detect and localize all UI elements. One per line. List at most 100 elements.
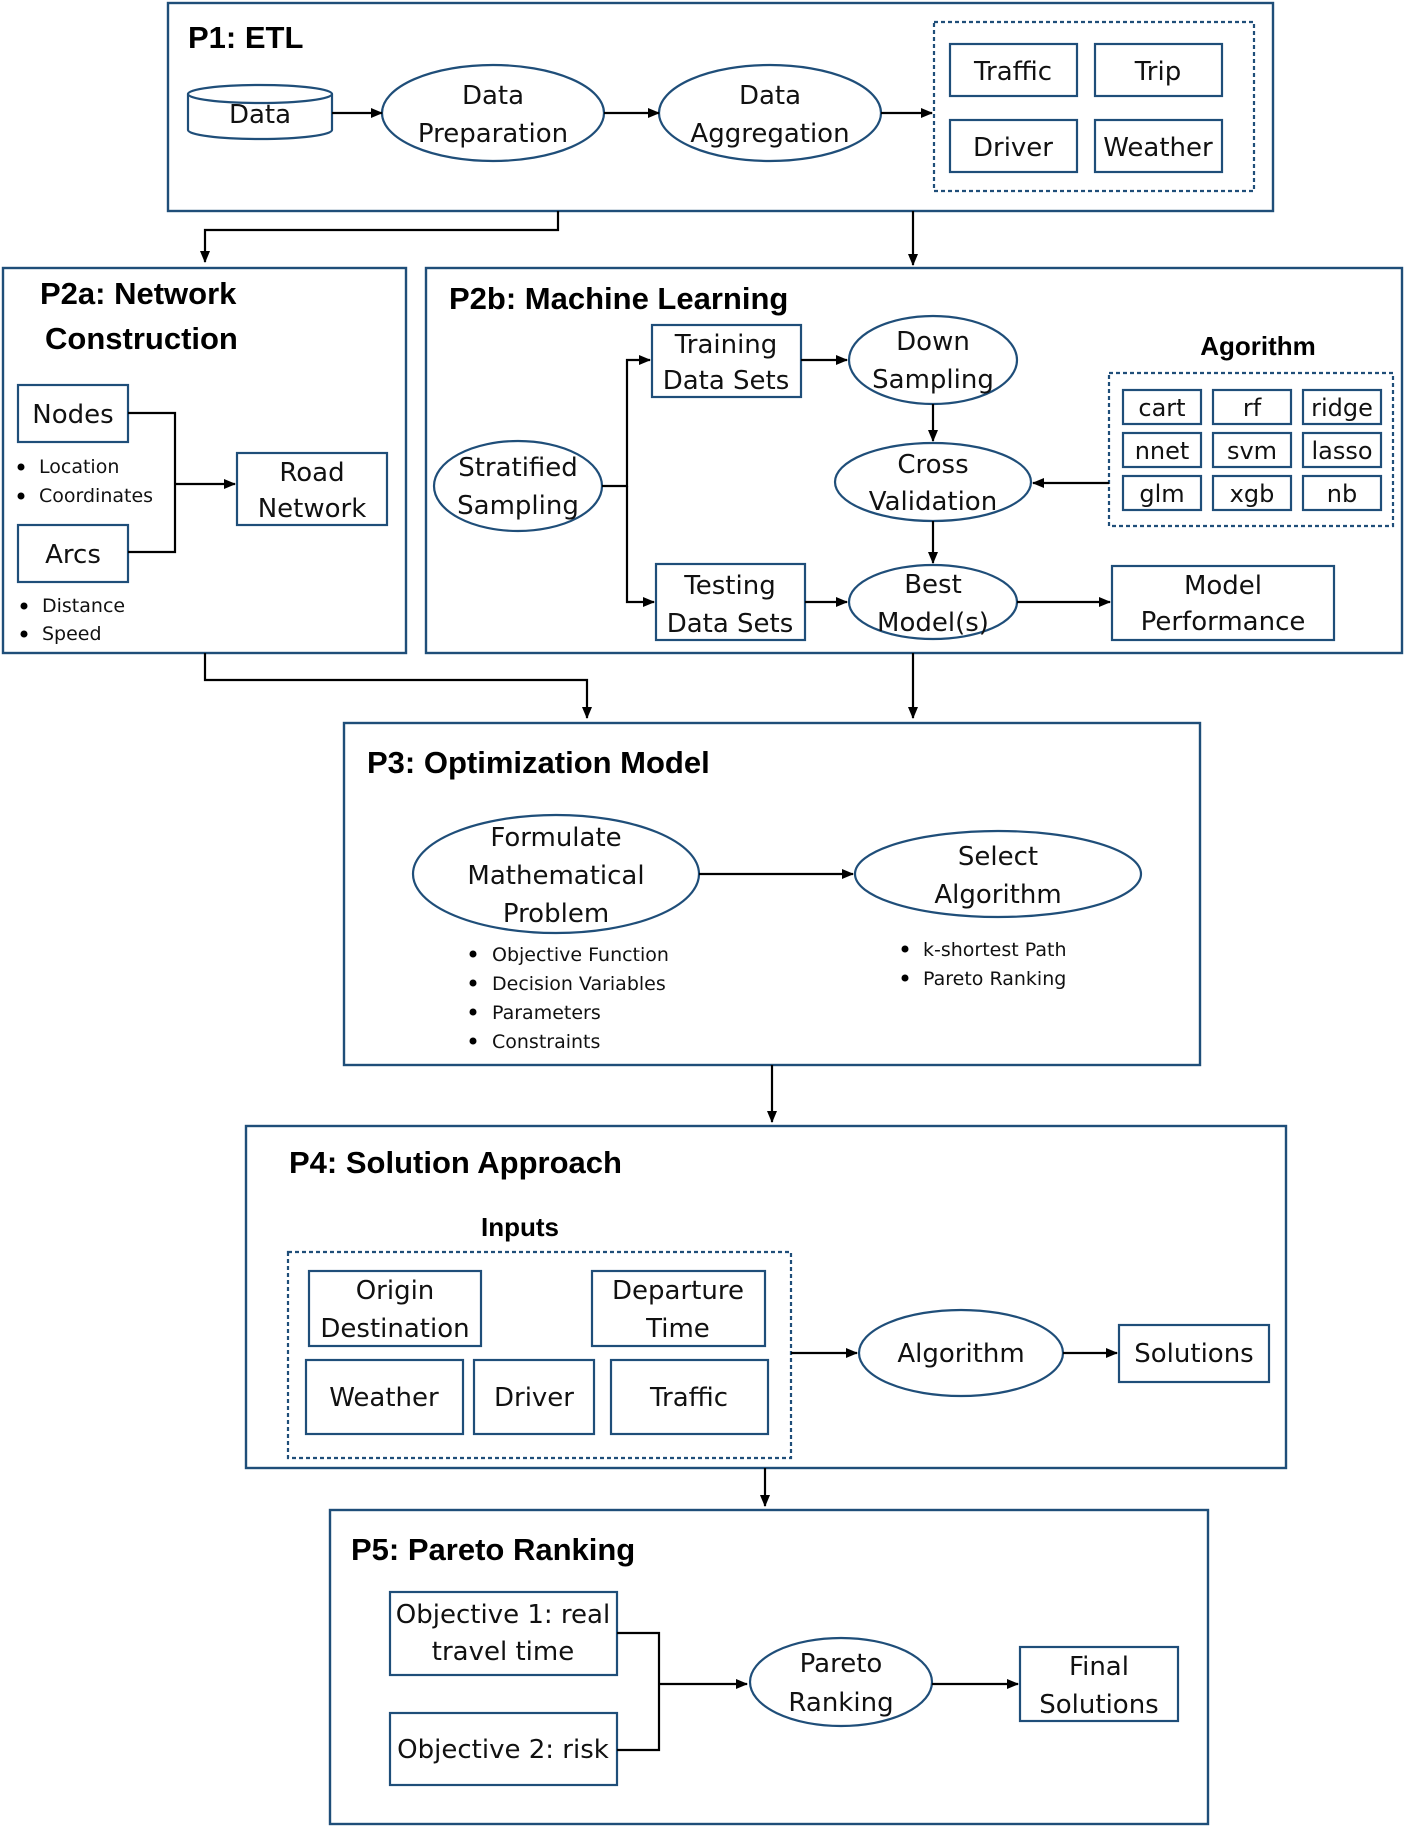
solutions-box <box>1117 1323 1271 1384</box>
stratified-line2: Sampling <box>457 491 579 521</box>
driver-input-box <box>472 1358 596 1436</box>
p5-title: P5: Pareto Ranking <box>351 1532 635 1567</box>
select-line2: Algorithm <box>934 880 1061 910</box>
down-sampling-line1: Down <box>896 327 970 357</box>
arrow-p2a-to-p3 <box>203 653 592 719</box>
algorithm-label-svm: svm <box>1227 437 1277 465</box>
bullet-icon <box>901 974 909 982</box>
trip-box <box>1093 42 1224 98</box>
node-attr-coordinates: Coordinates <box>39 485 153 507</box>
inputs-title: Inputs <box>481 1212 559 1242</box>
road-network-line2: Network <box>258 494 367 524</box>
bullet-icon <box>20 602 28 610</box>
road-network-box <box>235 451 389 527</box>
departure-time-box <box>590 1269 767 1348</box>
driver-box <box>948 118 1079 174</box>
bullet-icon <box>469 950 477 958</box>
bullet-icon <box>469 1037 477 1045</box>
pareto-line1: Pareto <box>800 1649 883 1679</box>
p2b-title: P2b: Machine Learning <box>449 281 788 316</box>
traffic-box <box>948 42 1079 98</box>
formulate-item-variables: Decision Variables <box>492 973 666 995</box>
origin-line2: Destination <box>320 1314 469 1344</box>
formulate-line3: Problem <box>503 899 609 929</box>
formulate-item-parameters: Parameters <box>492 1002 601 1024</box>
weather-input-label: Weather <box>329 1383 439 1413</box>
bullet-icon <box>469 1008 477 1016</box>
algorithm-label-rf: rf <box>1243 394 1262 422</box>
testing-box <box>654 562 807 642</box>
data-label: Data <box>229 100 291 130</box>
down-sampling-line2: Sampling <box>872 365 994 395</box>
algorithm-box-nnet <box>1121 431 1203 469</box>
objective2-box <box>388 1711 619 1787</box>
algorithm-label-ridge: ridge <box>1311 394 1373 422</box>
nodes-label: Nodes <box>32 400 113 430</box>
algorithm-label-glm: glm <box>1139 480 1184 508</box>
bullet-icon <box>17 492 25 500</box>
model-performance-line2: Performance <box>1141 607 1306 637</box>
algorithm-label-cart: cart <box>1138 394 1185 422</box>
formulate-line2: Mathematical <box>467 861 644 891</box>
algorithm-box-svm <box>1211 431 1293 469</box>
best-model-line1: Best <box>904 570 962 600</box>
algorithm-label-lasso: lasso <box>1311 437 1372 465</box>
algorithm-box-cart <box>1121 388 1203 426</box>
traffic-input-label: Traffic <box>649 1383 728 1413</box>
objective1-line1: Objective 1: real <box>396 1600 610 1630</box>
final-solutions-box <box>1018 1645 1180 1723</box>
bullet-icon <box>469 979 477 987</box>
pareto-ranking-node <box>748 1636 934 1728</box>
algorithm-box-lasso <box>1301 431 1383 469</box>
algorithm-box-nb <box>1301 474 1383 512</box>
algorithm-box-glm <box>1121 474 1203 512</box>
traffic-input-box <box>609 1358 770 1436</box>
data-preparation-line1: Data <box>462 81 524 111</box>
arc-attr-distance: Distance <box>42 595 125 617</box>
formulate-item-objective: Objective Function <box>492 944 669 966</box>
p3-title: P3: Optimization Model <box>367 745 710 780</box>
algorithm-group-title: Agorithm <box>1200 331 1316 361</box>
nodes-arcs-join <box>128 411 177 554</box>
model-performance-line1: Model <box>1184 571 1262 601</box>
bullet-icon <box>17 463 25 471</box>
stratified-line1: Stratified <box>458 453 578 483</box>
arcs-label: Arcs <box>45 540 101 570</box>
arc-attr-speed: Speed <box>42 623 102 645</box>
best-model-line2: Model(s) <box>877 608 989 638</box>
pareto-line2: Ranking <box>788 1688 893 1718</box>
road-network-line1: Road <box>279 458 344 488</box>
data-cylinder: Data <box>186 83 334 141</box>
final-line1: Final <box>1069 1652 1129 1682</box>
algorithm-box-ridge <box>1301 388 1383 426</box>
cross-validation-line1: Cross <box>897 450 968 480</box>
select-item-kshortest: k-shortest Path <box>923 939 1067 961</box>
weather-box <box>1093 118 1224 174</box>
algorithm-box-rf <box>1211 388 1293 426</box>
algorithm-label-xgb: xgb <box>1230 480 1275 508</box>
testing-line2: Data Sets <box>667 609 794 639</box>
algorithm-label: Algorithm <box>897 1339 1024 1369</box>
objective1-box <box>388 1590 619 1677</box>
data-aggregation-line1: Data <box>739 81 801 111</box>
training-line2: Data Sets <box>663 366 790 396</box>
departure-line1: Departure <box>612 1276 744 1306</box>
training-line1: Training <box>674 330 778 360</box>
solutions-label: Solutions <box>1134 1339 1253 1369</box>
cross-validation-line2: Validation <box>869 487 997 517</box>
weather-label: Weather <box>1103 133 1213 163</box>
weather-input-box <box>304 1358 465 1436</box>
select-algorithm-node <box>853 829 1143 919</box>
data-aggregation-line2: Aggregation <box>690 119 849 149</box>
bullet-icon <box>901 945 909 953</box>
origin-destination-box <box>307 1269 483 1348</box>
objective1-line2: travel time <box>432 1637 574 1667</box>
model-performance-box <box>1110 564 1336 642</box>
formulate-item-constraints: Constraints <box>492 1031 600 1053</box>
bullet-icon <box>20 630 28 638</box>
driver-input-label: Driver <box>494 1383 574 1413</box>
select-line1: Select <box>958 842 1038 872</box>
data-preparation-line2: Preparation <box>418 119 568 149</box>
